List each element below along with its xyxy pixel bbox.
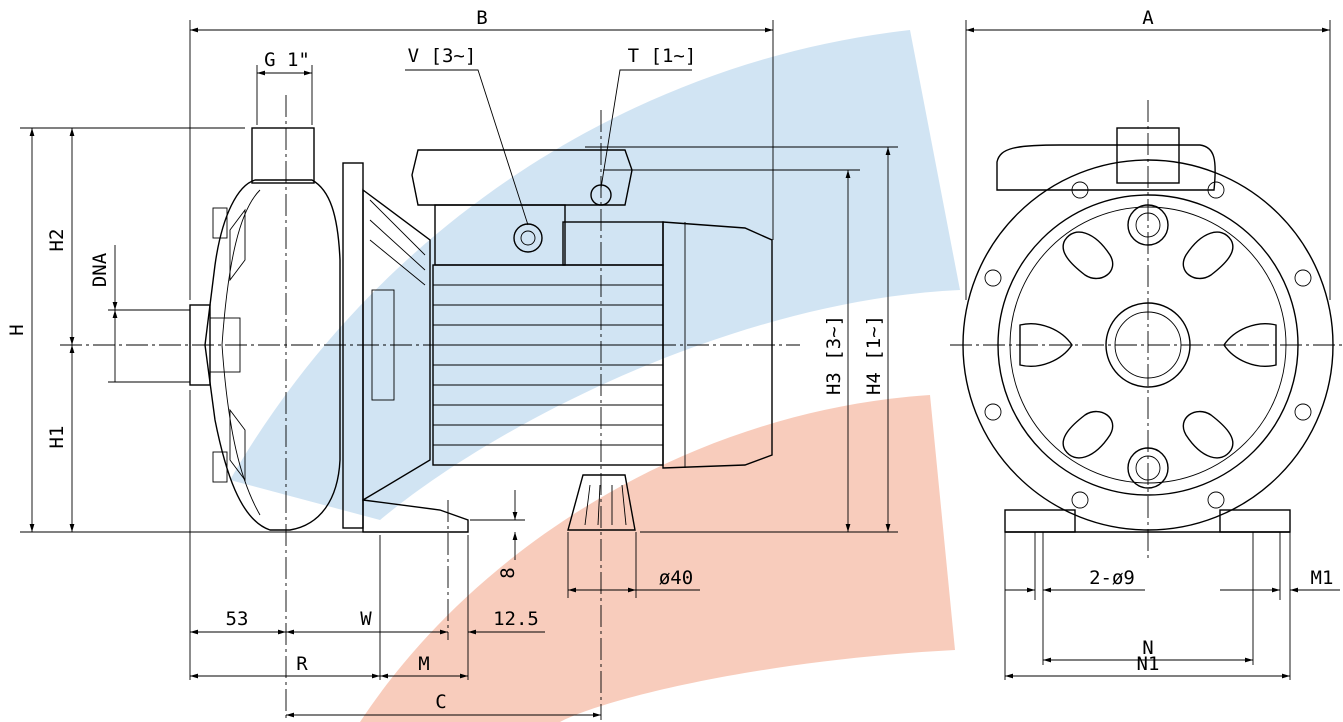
label-N: N bbox=[1142, 637, 1153, 659]
label-C: C bbox=[435, 691, 446, 713]
outlet-pipe bbox=[251, 127, 315, 184]
side-view bbox=[60, 95, 800, 720]
volute-casing bbox=[204, 179, 341, 531]
logo-band-blue bbox=[230, 30, 960, 520]
dimension-labels: B A G 1" V [3~] T [1~] H H2 H1 DNA H3 [3… bbox=[6, 7, 1333, 713]
volute-bolt-bottom bbox=[212, 451, 228, 483]
label-G: G 1" bbox=[264, 49, 310, 71]
front-dimensions bbox=[965, 20, 1340, 680]
terminal-box-lid bbox=[411, 149, 633, 206]
label-H: H bbox=[6, 324, 28, 335]
front-terminal-box bbox=[996, 144, 1216, 191]
rib-upper bbox=[229, 208, 246, 282]
rear-foot bbox=[567, 474, 636, 531]
front-foot-right bbox=[1219, 509, 1291, 533]
flange-windows bbox=[1019, 231, 1277, 459]
label-N1: N1 bbox=[1137, 653, 1160, 675]
label-W: W bbox=[360, 608, 372, 630]
logo-band-orange bbox=[360, 395, 955, 722]
lantern-ribs bbox=[369, 199, 426, 286]
label-H4: H4 [1~] bbox=[863, 315, 885, 395]
label-12-5: 12.5 bbox=[493, 608, 539, 630]
volute-bolt-top bbox=[212, 207, 228, 239]
front-view bbox=[950, 100, 1343, 560]
flange-bolt-holes bbox=[984, 181, 1312, 509]
label-hole: 2-ø9 bbox=[1089, 567, 1135, 589]
label-M1: M1 bbox=[1311, 567, 1334, 589]
label-H2: H2 bbox=[46, 229, 68, 252]
fan-cover bbox=[662, 221, 773, 469]
label-diam-40: ø40 bbox=[659, 567, 693, 589]
label-DNA: DNA bbox=[89, 252, 111, 287]
label-H1: H1 bbox=[46, 426, 68, 449]
label-V: V [3~] bbox=[408, 45, 477, 67]
label-53: 53 bbox=[226, 608, 249, 630]
side-dimensions bbox=[20, 20, 898, 718]
label-R: R bbox=[296, 653, 308, 675]
cable-gland-v-inner bbox=[520, 230, 536, 246]
rib-lower bbox=[229, 408, 246, 482]
front-foot bbox=[362, 499, 469, 533]
label-A: A bbox=[1142, 7, 1154, 29]
front-foot-left bbox=[1004, 509, 1076, 533]
label-8: 8 bbox=[497, 567, 519, 578]
label-B: B bbox=[476, 7, 487, 29]
label-M: M bbox=[418, 653, 429, 675]
label-H3: H3 [3~] bbox=[823, 315, 845, 395]
lantern-bracket bbox=[362, 188, 431, 502]
label-T: T [1~] bbox=[628, 45, 697, 67]
